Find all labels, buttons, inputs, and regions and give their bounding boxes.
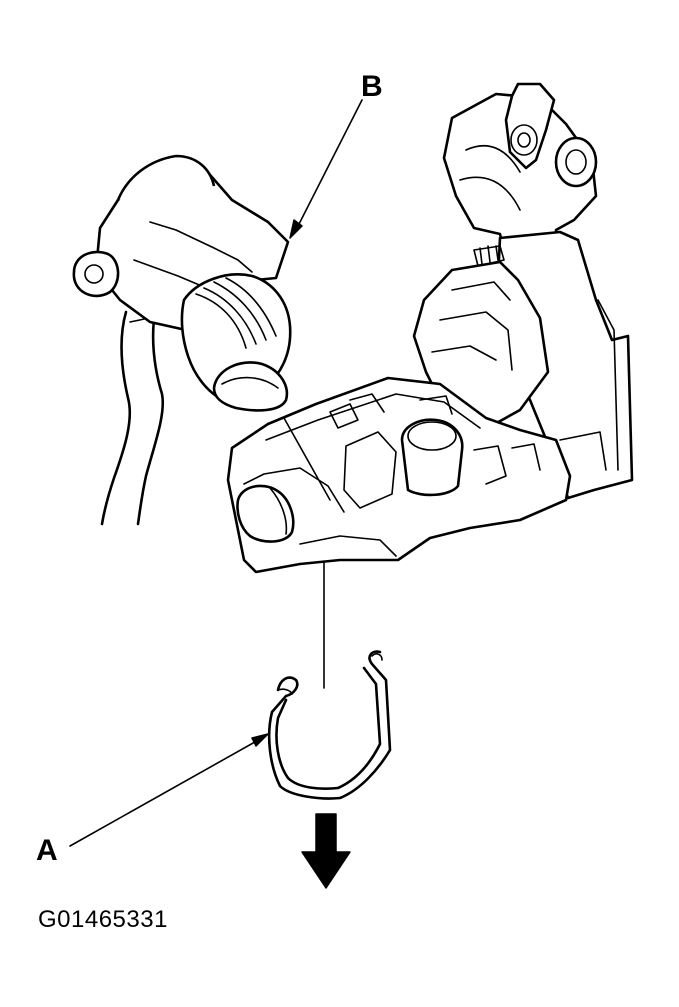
sensor-b [72,154,292,412]
mount-bracket [226,82,634,574]
hose [100,304,165,526]
guide-line-upper [283,417,331,501]
figure-code: G01465331 [38,906,168,933]
clip-a [267,650,392,800]
leader-a [69,733,269,847]
callout-a: A [36,834,58,867]
leader-b [289,99,363,239]
down-arrow-icon [301,813,351,889]
callout-b: B [361,70,383,103]
